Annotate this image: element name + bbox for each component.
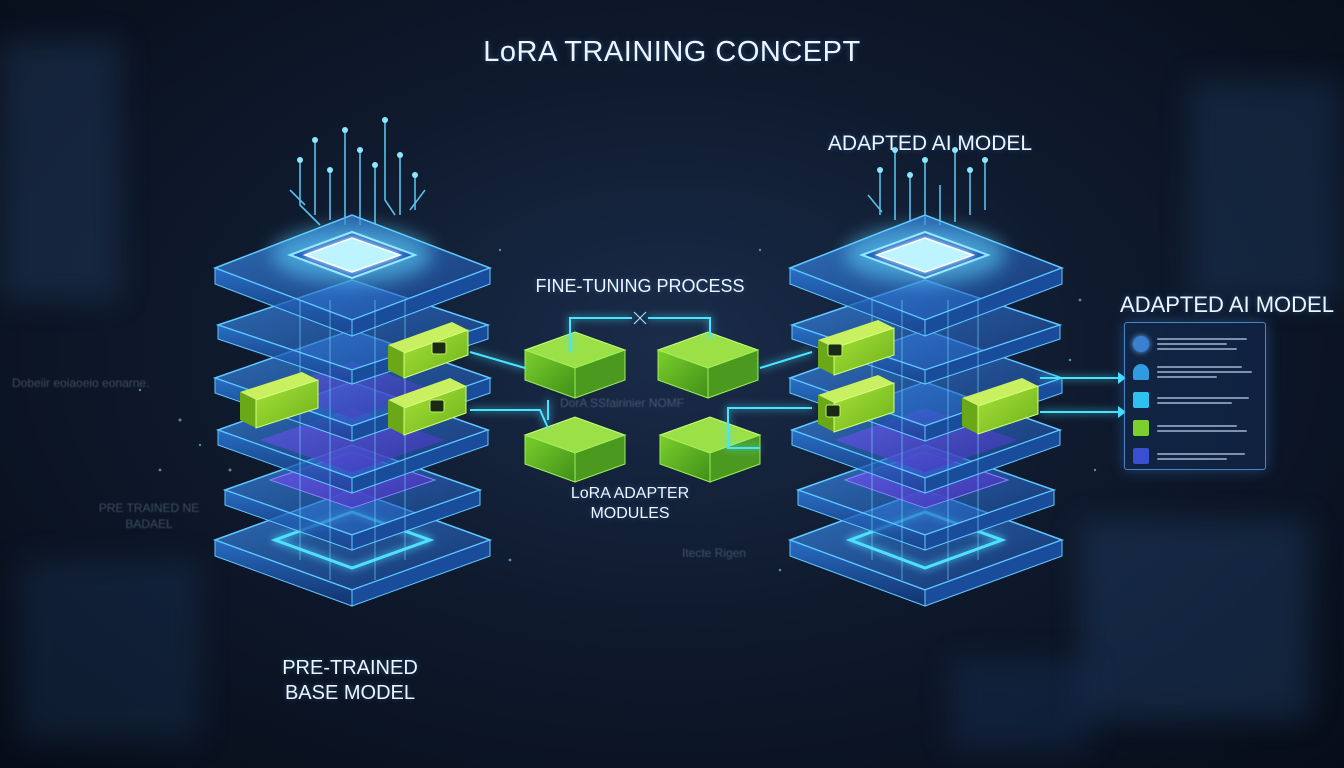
flow-connectors — [469, 317, 1118, 449]
adapted-chip-icon — [845, 227, 1005, 283]
circuit-lines-left — [289, 120, 426, 226]
particles — [138, 248, 1097, 572]
background-text-left: Dobeiir eoiaoeio eonarne. — [12, 376, 150, 390]
lora-adapter-label: LoRA ADAPTER MODULES — [500, 484, 760, 524]
adapted-model-stack — [787, 147, 1065, 607]
square-icon — [1133, 392, 1149, 408]
base-model-stack — [212, 117, 493, 607]
fine-tuning-x-icon — [633, 311, 647, 325]
base-model-label-line2: BASE MODEL — [284, 682, 416, 704]
panel-row — [1133, 415, 1257, 441]
adapter-block-left-3 — [388, 378, 467, 436]
panel-row — [1133, 359, 1257, 385]
page-title: LoRA TRAINING CONCEPT — [483, 36, 861, 68]
fine-tuning-label: FINE-TUNING PROCESS — [535, 276, 745, 296]
background-text-center: DorA SSfairinier NOMF — [560, 396, 685, 410]
lora-adapter-label-line1: LoRA ADAPTER — [570, 485, 690, 502]
play-icon — [1133, 448, 1149, 464]
background-text-base-line1: PRE TRAINED NE — [98, 501, 200, 515]
lora-cube-1 — [523, 331, 627, 399]
background-text-base: PRE TRAINED NE BADAEL — [84, 500, 214, 532]
adapter-block-right-3 — [962, 378, 1039, 435]
adapter-block-right-2 — [818, 375, 895, 433]
adapter-block-left-2 — [240, 372, 319, 429]
base-model-label-line1: PRE-TRAINED — [282, 657, 418, 679]
lora-adapter-label-line2: MODULES — [590, 505, 670, 522]
base-model-label: PRE-TRAINED BASE MODEL — [230, 656, 470, 706]
plus-icon — [1133, 420, 1149, 436]
adapted-model-label: ADAPTED AI MODEL — [827, 132, 1033, 155]
lora-adapter-modules — [523, 331, 762, 483]
person-icon — [1133, 364, 1149, 380]
brain-icon — [1133, 336, 1149, 352]
adapter-block-right-1 — [818, 320, 895, 376]
background-text-base-line2: BADAEL — [125, 517, 173, 531]
arrow-heads — [1118, 372, 1126, 418]
base-chip-icon — [272, 227, 432, 283]
lora-cube-2 — [656, 331, 760, 399]
panel-row — [1133, 387, 1257, 413]
adapted-model-output-panel — [1124, 322, 1266, 470]
lora-cube-4 — [658, 416, 762, 483]
lora-cube-3 — [523, 416, 627, 483]
panel-row — [1133, 331, 1257, 357]
adapter-block-left-1 — [388, 322, 469, 379]
panel-row — [1133, 443, 1257, 469]
background-text-right: Itecte Rigen — [682, 546, 747, 560]
adapted-model-output-label: ADAPTED AI MODEL — [1120, 292, 1334, 317]
